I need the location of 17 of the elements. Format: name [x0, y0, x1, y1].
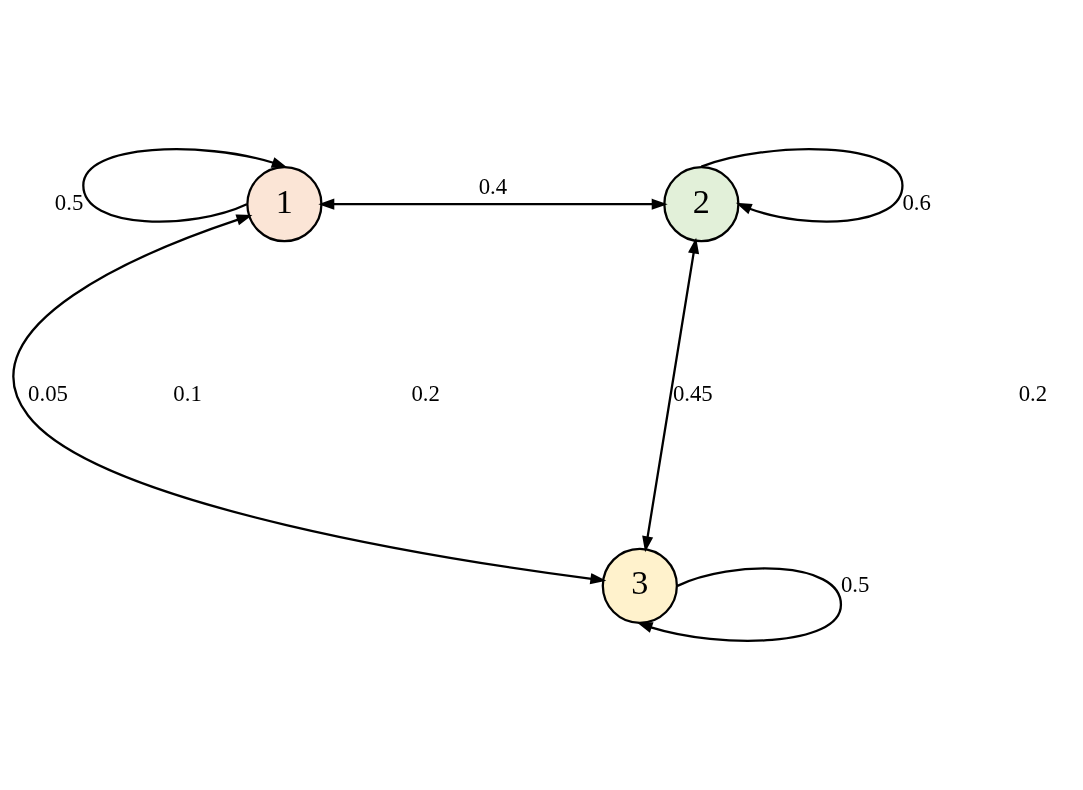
edge-label: 0.5 — [54, 189, 84, 215]
label: 0.2 — [1018, 380, 1048, 406]
arrow — [82, 148, 288, 223]
node-circle: 2 — [663, 166, 740, 243]
node-circle: 3 — [601, 547, 678, 624]
node-circle: 1 — [246, 166, 323, 243]
arrow — [636, 567, 843, 642]
label: 0.1 — [173, 380, 202, 406]
edge-label: 0.6 — [902, 189, 931, 215]
edge-label: 0.45 — [672, 380, 713, 406]
label: 0.2 — [411, 380, 440, 406]
arrow — [318, 198, 668, 210]
arrow — [12, 214, 607, 585]
edge-label: 0.5 — [840, 571, 870, 597]
arrow — [642, 237, 700, 553]
edge-label: 0.05 — [28, 380, 68, 406]
edge-label: 0.4 — [478, 173, 508, 199]
